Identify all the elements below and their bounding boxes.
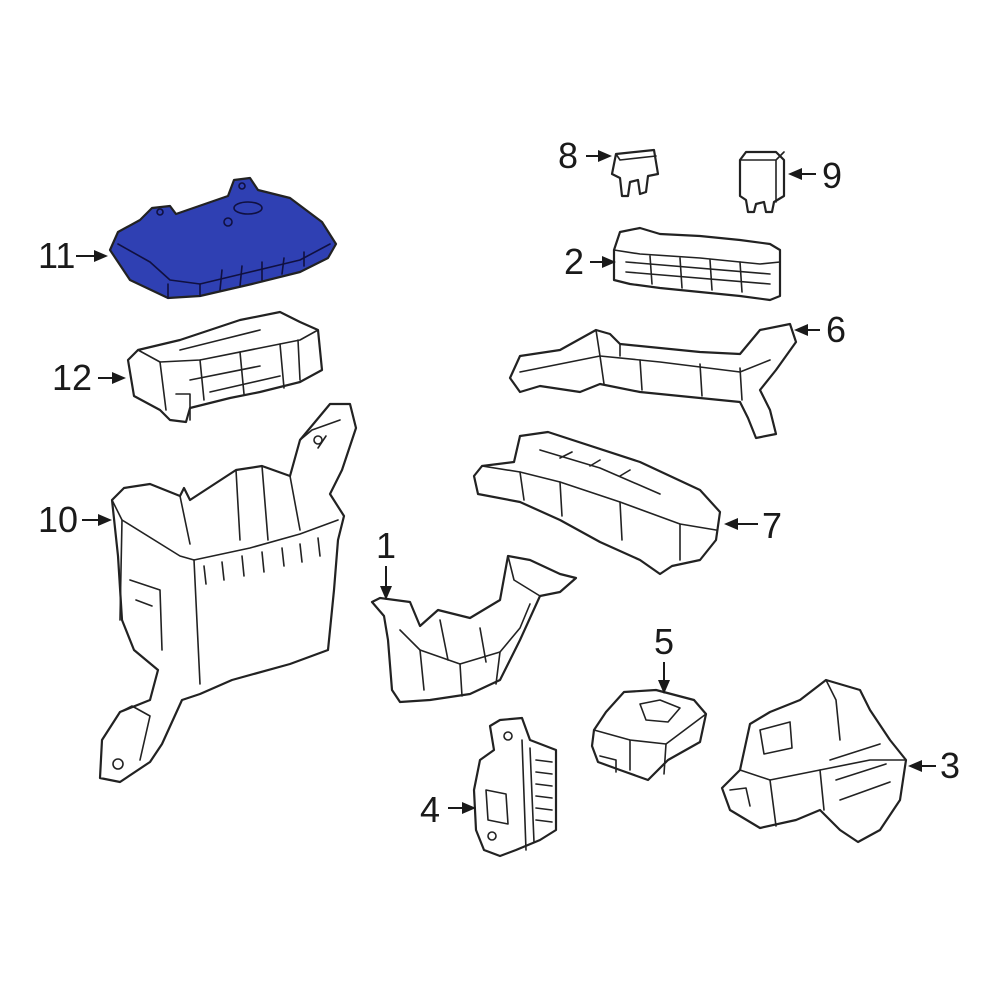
- part-4-connector-module[interactable]: [472, 716, 558, 858]
- part-10-bracket[interactable]: [98, 402, 358, 784]
- callout-9: 9: [822, 155, 842, 196]
- callout-labels: 11 12 10 8 9 2 6 7 1 5 4 3: [38, 135, 960, 830]
- arrow-3: [908, 760, 922, 772]
- callout-2: 2: [564, 241, 584, 282]
- callout-1: 1: [376, 525, 396, 566]
- arrow-4: [462, 802, 476, 814]
- arrow-10: [98, 514, 112, 526]
- part-1-support-bracket[interactable]: [370, 554, 578, 704]
- callout-3: 3: [940, 745, 960, 786]
- arrow-8: [598, 150, 612, 162]
- part-7-relay-tray[interactable]: [472, 430, 722, 576]
- arrow-6: [794, 324, 808, 336]
- callout-12: 12: [52, 357, 92, 398]
- part-8-fuse[interactable]: [610, 148, 660, 198]
- callout-5: 5: [654, 621, 674, 662]
- arrow-7: [724, 518, 738, 530]
- part-11-cover[interactable]: [108, 176, 338, 300]
- arrow-2: [602, 256, 616, 268]
- part-2-connector-block[interactable]: [612, 226, 782, 302]
- arrow-5: [658, 680, 670, 694]
- leader-lines: [76, 150, 936, 814]
- arrow-11: [94, 250, 108, 262]
- part-3-junction-block[interactable]: [720, 678, 908, 844]
- arrow-1: [380, 586, 392, 600]
- callout-7: 7: [762, 505, 782, 546]
- part-6-long-bracket[interactable]: [508, 322, 798, 440]
- part-5-sensor-module[interactable]: [590, 688, 708, 782]
- callout-11: 11: [38, 235, 75, 276]
- callout-4: 4: [420, 789, 440, 830]
- arrow-12: [112, 372, 126, 384]
- part-9-relay[interactable]: [738, 150, 786, 214]
- callout-6: 6: [826, 309, 846, 350]
- arrow-9: [788, 168, 802, 180]
- callout-10: 10: [38, 499, 78, 540]
- callout-8: 8: [558, 135, 578, 176]
- part-12-fuse-box[interactable]: [126, 310, 324, 424]
